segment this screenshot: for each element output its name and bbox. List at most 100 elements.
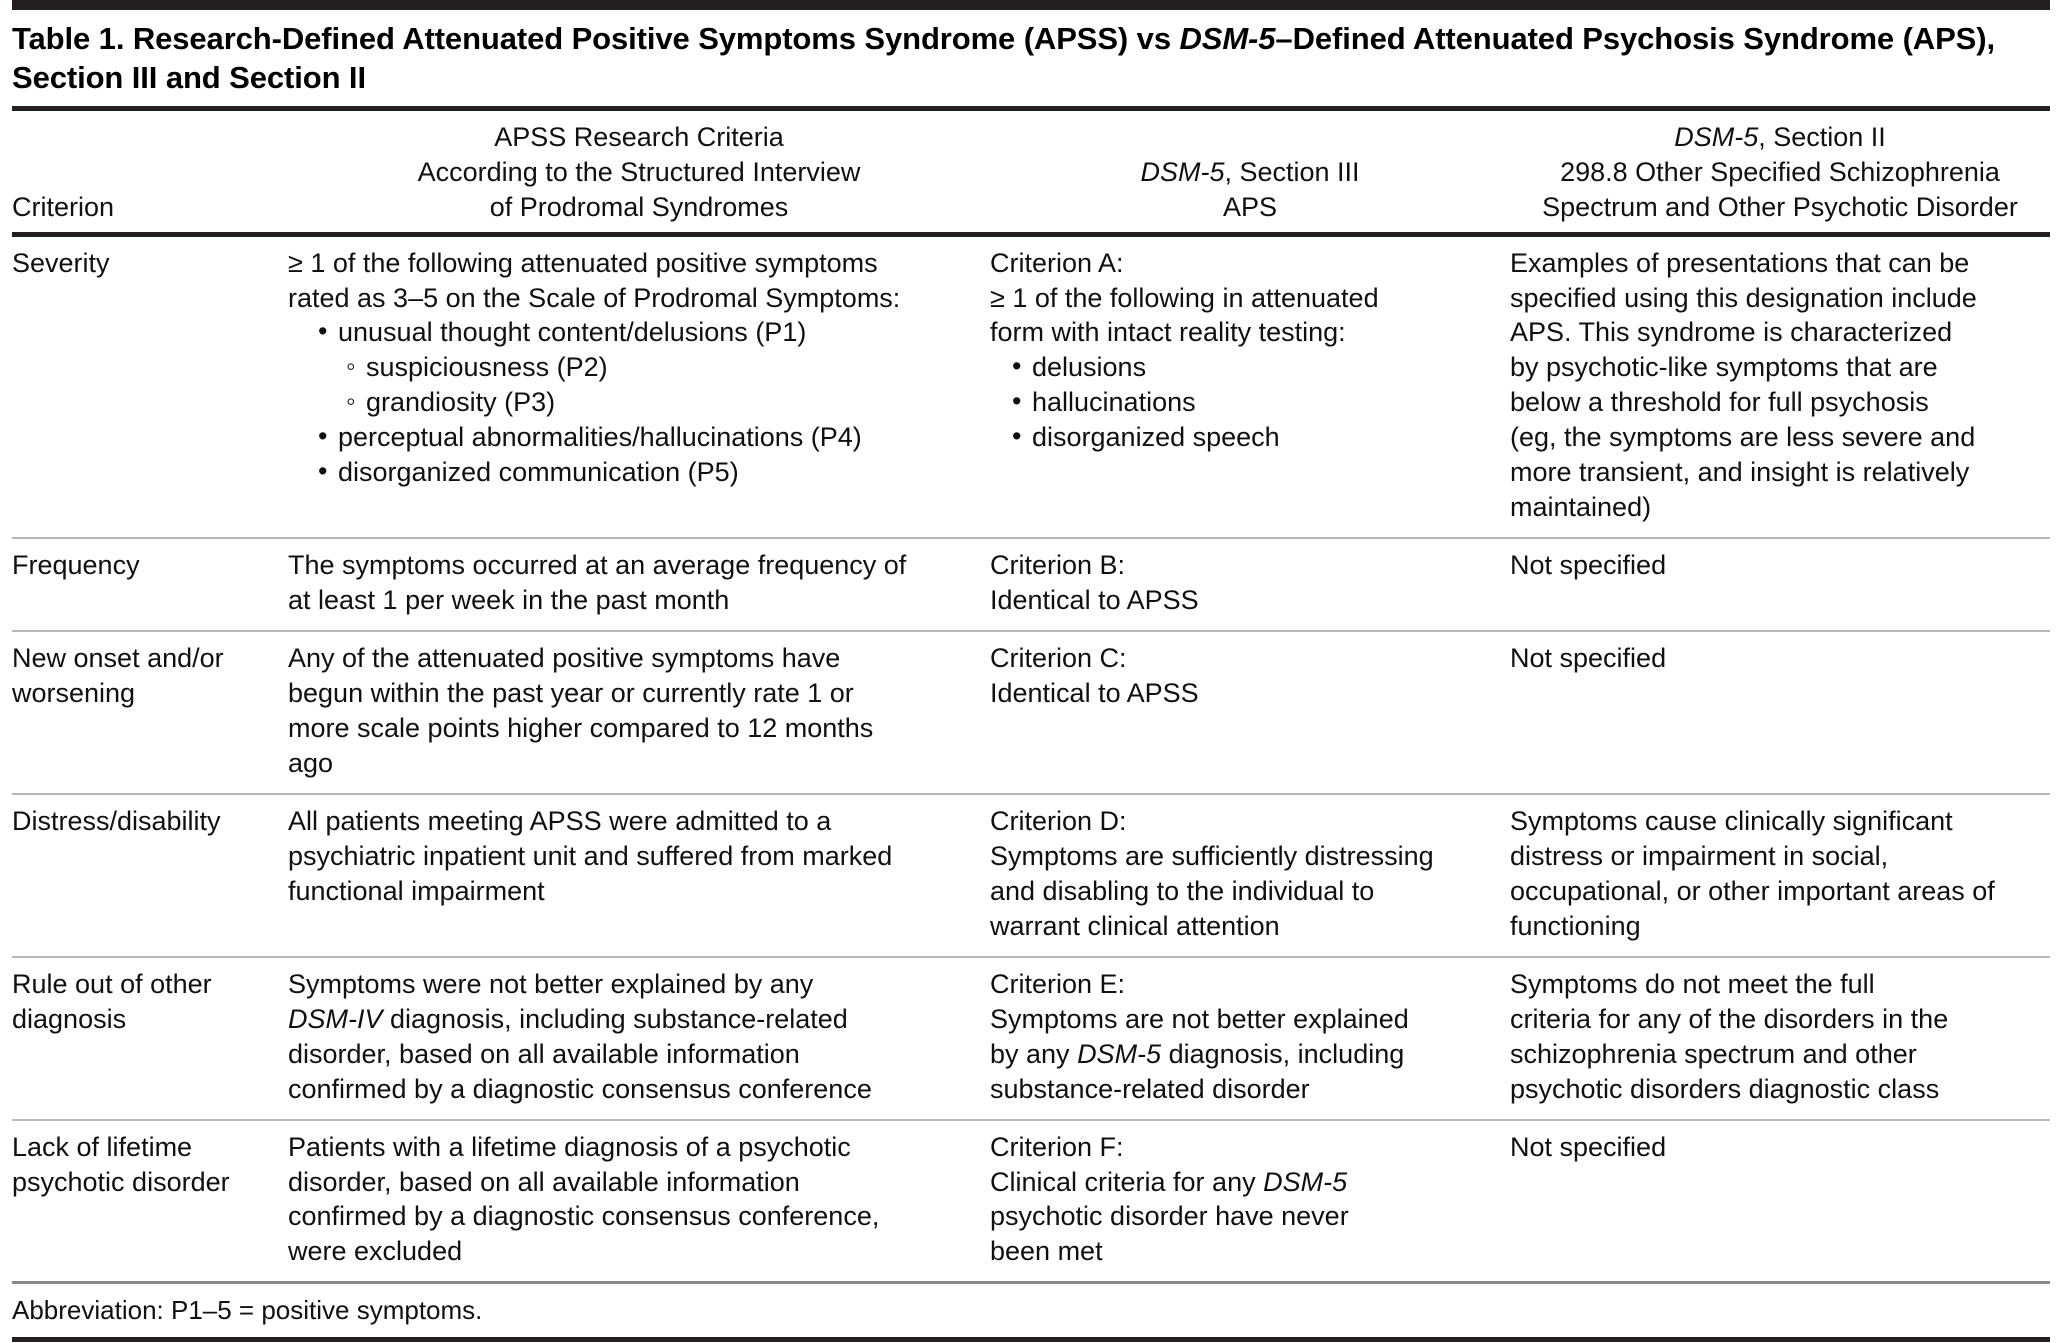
apss-intro-line-1: ≥ 1 of the following attenuated positive… <box>288 247 878 278</box>
header-dsm5-s2-rest: , Section II <box>1758 122 1886 153</box>
list-item: grandiosity (P3) <box>346 384 972 420</box>
dsm5-s2-line: more transient, and insight is relativel… <box>1510 457 1970 488</box>
dsm5-s3-line: Identical to APSS <box>990 678 1199 709</box>
dsm5-s2-line: below a threshold for full psychosis <box>1510 387 1929 418</box>
apss-line: All patients meeting APSS were admitted … <box>288 805 832 836</box>
dsm5-s3-line: warrant clinical attention <box>990 910 1280 941</box>
row-criterion-cell: Distress/disability <box>12 804 288 839</box>
list-item: perceptual abnormalities/hallucinations … <box>318 419 972 455</box>
apss-line: psychiatric inpatient unit and suffered … <box>288 840 893 871</box>
apss-line: confirmed by a diagnostic consensus conf… <box>288 1201 880 1232</box>
table-title: Table 1. Research-Defined Attenuated Pos… <box>12 10 2050 106</box>
title-italic: DSM-5 <box>1179 21 1276 56</box>
row-divider <box>12 630 2050 633</box>
row-apss-cell: The symptoms occurred at an average freq… <box>288 548 990 618</box>
dsm5-s2-line: Not specified <box>1510 643 1667 674</box>
dsm5-s2-line: Symptoms cause clinically significant <box>1510 805 1953 836</box>
table-header-row: Criterion APSS Research Criteria Accordi… <box>12 111 2050 231</box>
header-apss-line1: APSS Research Criteria <box>494 122 784 153</box>
criterion-line-1: Lack of lifetime <box>12 1131 193 1162</box>
dsm5-s3-line-2: ≥ 1 of the following in attenuated <box>990 282 1379 313</box>
criterion-line-2: psychotic disorder <box>12 1166 230 1197</box>
dsm5-s3-line: Criterion B: <box>990 550 1126 581</box>
title-bottom-rule <box>12 106 2050 112</box>
row-dsm5-s3-cell: Criterion E: Symptoms are not better exp… <box>990 967 1510 1107</box>
table-row: Frequency The symptoms occurred at an av… <box>12 539 2050 630</box>
header-criterion-label: Criterion <box>12 191 115 222</box>
dsm5-s2-line: Not specified <box>1510 550 1667 581</box>
dsm5-s3-line-lead: by any <box>990 1038 1078 1069</box>
apss-symptom-list: unusual thought content/delusions (P1) s… <box>288 314 972 490</box>
row-apss-cell: ≥ 1 of the following attenuated positive… <box>288 246 990 491</box>
dsm5-s2-line: (eg, the symptoms are less severe and <box>1510 422 1976 453</box>
dsm5-s2-line: Symptoms do not meet the full <box>1510 968 1875 999</box>
list-item: suspiciousness (P2) <box>346 349 972 385</box>
dsm5-s2-line: maintained) <box>1510 492 1652 523</box>
apss-line: confirmed by a diagnostic consensus conf… <box>288 1073 872 1104</box>
row-criterion-cell: Rule out of other diagnosis <box>12 967 288 1037</box>
table-footnote: Abbreviation: P1–5 = positive symptoms. <box>12 1295 483 1326</box>
header-dsm5-s2-line2: 298.8 Other Specified Schizophrenia <box>1560 156 2000 187</box>
dsm5-s3-line-italic: Clinical criteria for any DSM-5 <box>990 1165 1494 1200</box>
criterion-line-1: Rule out of other <box>12 968 212 999</box>
header-apss-line3: of Prodromal Syndromes <box>489 191 789 222</box>
header-dsm5-s2-italic: DSM-5 <box>1674 122 1759 153</box>
row-criterion-cell: Frequency <box>12 548 288 583</box>
row-apss-cell: Symptoms were not better explained by an… <box>288 967 990 1107</box>
header-dsm5-s3-rest: , Section III <box>1224 156 1360 187</box>
bottom-rule <box>12 1337 2050 1343</box>
dsm5-s3-line-1: Criterion A: <box>990 247 1124 278</box>
row-criterion-cell: Lack of lifetime psychotic disorder <box>12 1130 288 1200</box>
row-apss-cell: Patients with a lifetime diagnosis of a … <box>288 1130 990 1270</box>
apss-line: disorder, based on all available informa… <box>288 1166 800 1197</box>
dsm5-s3-italic-term: DSM-5 <box>1077 1038 1162 1069</box>
criterion-line-1: Distress/disability <box>12 805 221 836</box>
criterion-line-1: Severity <box>12 247 110 278</box>
list-item: hallucinations <box>1012 384 1494 420</box>
apss-intro-line-2: rated as 3–5 on the Scale of Prodromal S… <box>288 282 901 313</box>
apss-line: functional impairment <box>288 875 545 906</box>
dsm5-s2-line: by psychotic-like symptoms that are <box>1510 352 1938 383</box>
row-divider <box>12 955 2050 958</box>
title-prefix: Table 1. Research-Defined Attenuated Pos… <box>12 21 1180 56</box>
apss-line: The symptoms occurred at an average freq… <box>288 550 907 581</box>
row-divider <box>12 537 2050 540</box>
table-row: Severity ≥ 1 of the following attenuated… <box>12 237 2050 538</box>
apss-line-italic-lead: DSM-IV diagnosis, including substance-re… <box>288 1002 972 1037</box>
row-dsm5-s2-cell: Not specified <box>1510 548 2050 583</box>
dsm5-s2-line: occupational, or other important areas o… <box>1510 875 1995 906</box>
top-rule <box>12 0 2050 10</box>
dsm5-s3-line-rest: diagnosis, including <box>1161 1038 1405 1069</box>
dsm5-s3-line-3: form with intact reality testing: <box>990 317 1346 348</box>
row-criterion-cell: Severity <box>12 246 288 281</box>
criterion-line-2: diagnosis <box>12 1003 127 1034</box>
row-dsm5-s2-cell: Examples of presentations that can be sp… <box>1510 246 2050 526</box>
header-apss-line2: According to the Structured Interview <box>417 156 861 187</box>
header-dsm5-s3-italic: DSM-5 <box>1140 156 1225 187</box>
row-dsm5-s3-cell: Criterion D: Symptoms are sufficiently d… <box>990 804 1510 944</box>
title-suffix: –Defined Attenuated Psychosis Syndrome (… <box>12 21 1995 96</box>
dsm5-s2-line: Examples of presentations that can be <box>1510 247 1970 278</box>
header-cell-criterion: Criterion <box>12 190 288 225</box>
row-dsm5-s3-cell: Criterion A: ≥ 1 of the following in att… <box>990 246 1510 456</box>
dsm5-s3-line: been met <box>990 1236 1103 1267</box>
dsm5-s2-line: psychotic disorders diagnostic class <box>1510 1073 1940 1104</box>
row-divider <box>12 792 2050 795</box>
dsm5-s3-line: and disabling to the individual to <box>990 875 1375 906</box>
header-dsm5-s3-line2: APS <box>1222 191 1278 222</box>
row-dsm5-s3-cell: Criterion B: Identical to APSS <box>990 548 1510 618</box>
header-cell-dsm5-section3: DSM-5, Section III APS <box>990 155 1510 225</box>
table-row: Distress/disability All patients meeting… <box>12 795 2050 956</box>
dsm5-s2-line: APS. This syndrome is characterized <box>1510 317 1953 348</box>
dsm5-s3-line: Criterion D: <box>990 805 1127 836</box>
header-dsm5-s2-line1: DSM-5, Section II <box>1514 120 2046 155</box>
apss-line: more scale points higher compared to 12 … <box>288 713 874 744</box>
apss-line: Any of the attenuated positive symptoms … <box>288 643 841 674</box>
dsm5-s2-line: Not specified <box>1510 1131 1667 1162</box>
row-dsm5-s3-cell: Criterion C: Identical to APSS <box>990 641 1510 711</box>
dsm5-s3-line-lead: Clinical criteria for any <box>990 1166 1264 1197</box>
dsm5-s2-line: distress or impairment in social, <box>1510 840 1889 871</box>
dsm5-s2-line: schizophrenia spectrum and other <box>1510 1038 1917 1069</box>
table-row: Lack of lifetime psychotic disorder Pati… <box>12 1121 2050 1282</box>
